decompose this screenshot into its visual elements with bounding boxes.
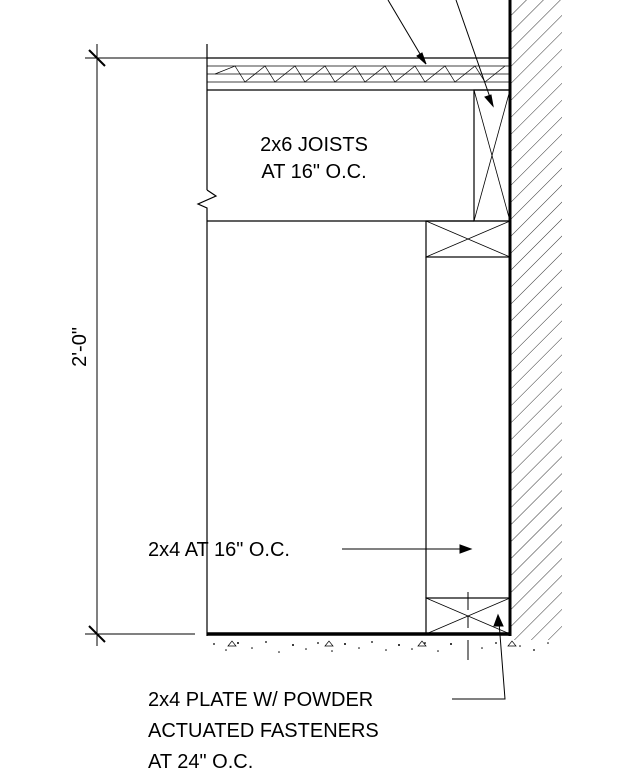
plate-leader-arrow [452, 613, 506, 700]
height-dimension [85, 44, 207, 646]
joists-label-line1: 2x6 JOISTS [260, 134, 368, 156]
top-plate [425, 220, 511, 258]
studs-leader-arrow [342, 544, 473, 554]
plate-label-line1: 2x4 PLATE W/ POWDER [148, 689, 373, 711]
joists-label-line2: AT 16" O.C. [261, 161, 366, 183]
studs-label: 2x4 AT 16" O.C. [148, 539, 290, 561]
subfloor-sheathing [207, 57, 510, 91]
floor-slab [207, 632, 549, 653]
plate-label-line3: AT 24" O.C. [148, 751, 253, 773]
leader-rim [455, 0, 494, 108]
leader-subfloor [387, 0, 427, 65]
masonry-wall [508, 0, 562, 640]
dimension-label: 2'-0" [69, 327, 91, 367]
rim-joist [473, 89, 511, 222]
plate-label-line2: ACTUATED FASTENERS [148, 720, 379, 742]
